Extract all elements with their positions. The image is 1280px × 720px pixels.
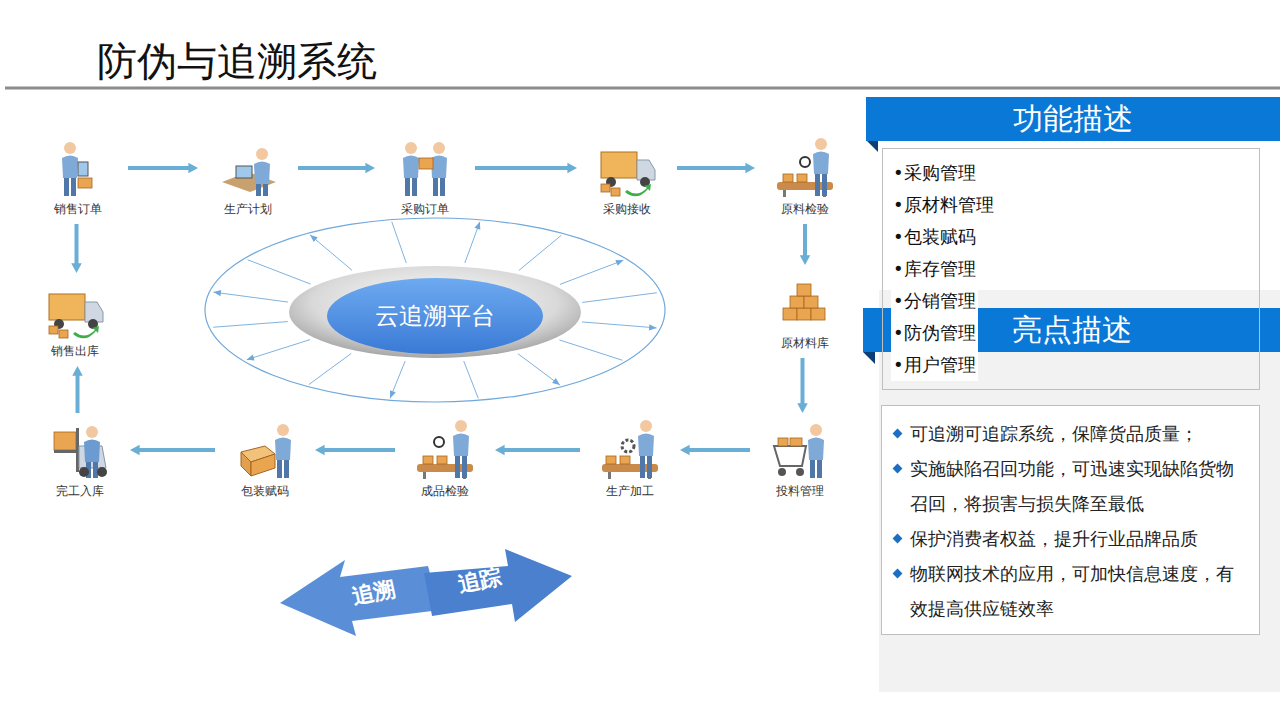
process-step: 生产加工 [587,420,673,499]
step-icon [770,420,830,480]
highlight-item: 可追溯可追踪系统，保障货品质量； [892,416,1247,451]
section-band: 功能描述 [866,97,1280,141]
process-step: 原料检验 [762,138,848,217]
feature-item: •原材料管理 [891,189,996,221]
trace-forward-arrow [424,549,572,622]
feature-item: •分销管理 [891,285,978,317]
feature-item: •防伪管理 [891,317,978,349]
step-icon [775,272,835,332]
radial-arrows [213,222,657,399]
platform-ring [205,218,665,402]
highlight-item: 保护消费者权益，提升行业品牌品质 [892,521,1247,556]
step-label: 生产计划 [205,201,291,217]
step-icon [45,280,105,340]
highlight-list-box: 可追溯可追踪系统，保障货品质量；实施缺陷召回功能，可迅速实现缺陷货物召回，将损害… [881,405,1260,635]
title-rule [5,87,1280,90]
process-step: 完工入库 [37,420,123,499]
feature-list-box: •采购管理•原材料管理•包装赋码•库存管理•分销管理•防伪管理•用户管理 [882,148,1260,390]
trace-back-arrow [280,560,440,636]
step-icon [48,138,108,198]
step-label: 完工入库 [37,483,123,499]
flow-arrow [315,445,395,456]
step-label: 成品检验 [402,483,488,499]
process-step: 生产计划 [205,138,291,217]
step-icon [235,420,295,480]
flow-arrow [71,224,82,273]
step-icon [395,138,455,198]
step-label: 投料管理 [757,483,843,499]
flow-arrow [128,163,198,174]
platform-label: 云追溯平台 [375,300,495,332]
feature-item: •库存管理 [891,253,978,285]
feature-item: •采购管理 [891,157,978,189]
step-icon [218,138,278,198]
step-icon [50,420,110,480]
platform-ellipse: 云追溯平台 [325,276,545,356]
band-title: 功能描述 [866,97,1280,141]
process-step: 原材料库 [762,272,848,351]
step-label: 销售出库 [32,343,118,359]
platform-rim [289,266,581,358]
flow-arrow [495,445,580,456]
step-icon [600,420,660,480]
bullet-diamond [893,429,903,439]
process-step: 包装赋码 [222,420,308,499]
process-step: 投料管理 [757,420,843,499]
flow-arrow [677,163,755,174]
process-step: 销售订单 [35,138,121,217]
step-label: 原材料库 [762,335,848,351]
step-icon [597,138,657,198]
step-label: 原料检验 [762,201,848,217]
step-icon [415,420,475,480]
page-title: 防伪与追溯系统 [97,34,377,89]
highlight-item: 实施缺陷召回功能，可迅速实现缺陷货物召回，将损害与损失降至最低 [892,451,1247,521]
flow-arrow [475,163,577,174]
feature-item: •包装赋码 [891,221,978,253]
band-fold [866,140,878,152]
step-label: 包装赋码 [222,483,308,499]
flow-arrow [130,445,215,456]
step-label: 采购接收 [584,201,670,217]
process-step: 销售出库 [32,280,118,359]
bullet-diamond [893,534,903,544]
flow-arrow [72,366,83,413]
step-icon [775,138,835,198]
flow-arrow [680,445,750,456]
band-fold [863,352,875,364]
bullet-diamond [893,464,903,474]
process-step: 成品检验 [402,420,488,499]
step-label: 销售订单 [35,201,121,217]
step-label: 采购订单 [382,201,468,217]
process-step: 采购订单 [382,138,468,217]
feature-item: •用户管理 [891,349,978,381]
highlight-item: 物联网技术的应用，可加快信息速度，有效提高供应链效率 [892,556,1247,626]
process-step: 采购接收 [584,138,670,217]
bullet-diamond [893,569,903,579]
flow-arrow [298,163,375,174]
flow-arrow [800,224,811,265]
step-label: 生产加工 [587,483,673,499]
flow-arrow [797,358,808,413]
